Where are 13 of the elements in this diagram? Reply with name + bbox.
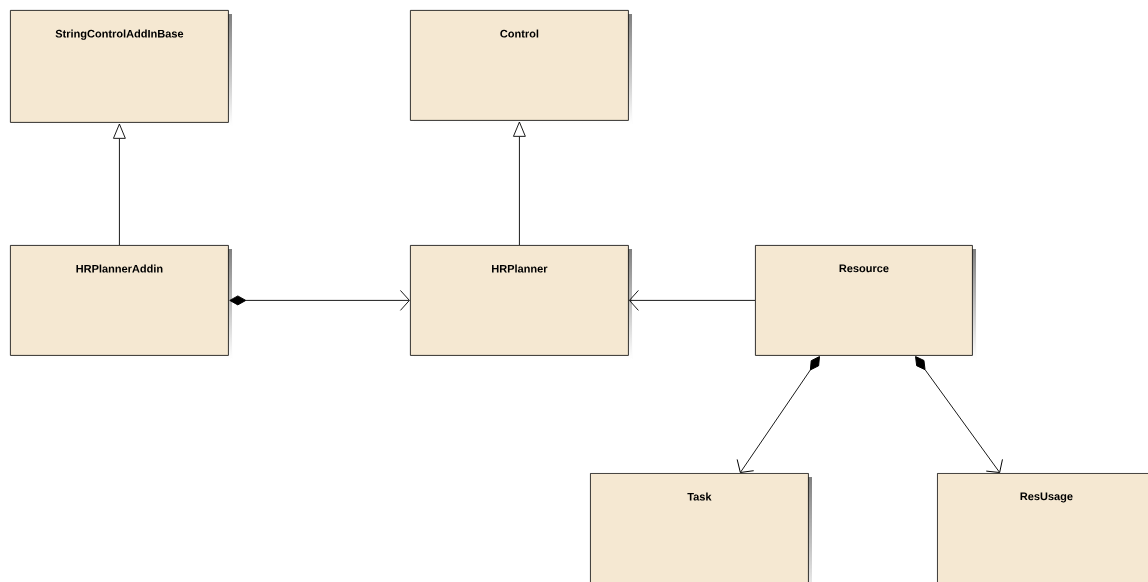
class-box: StringControlAddInBase <box>10 10 232 126</box>
arrow <box>915 356 1003 473</box>
arrow <box>736 356 820 473</box>
class-box: Control <box>410 10 632 124</box>
class-box: Task <box>590 473 812 582</box>
class-box: Resource <box>755 245 976 359</box>
arrow <box>229 289 410 311</box>
arrow <box>628 289 756 311</box>
class-box: HRPlannerAddin <box>10 245 232 359</box>
class-box: ResUsage <box>937 473 1148 582</box>
arrow <box>113 123 126 246</box>
arrow <box>513 121 526 246</box>
class-box: HRPlanner <box>410 245 632 359</box>
